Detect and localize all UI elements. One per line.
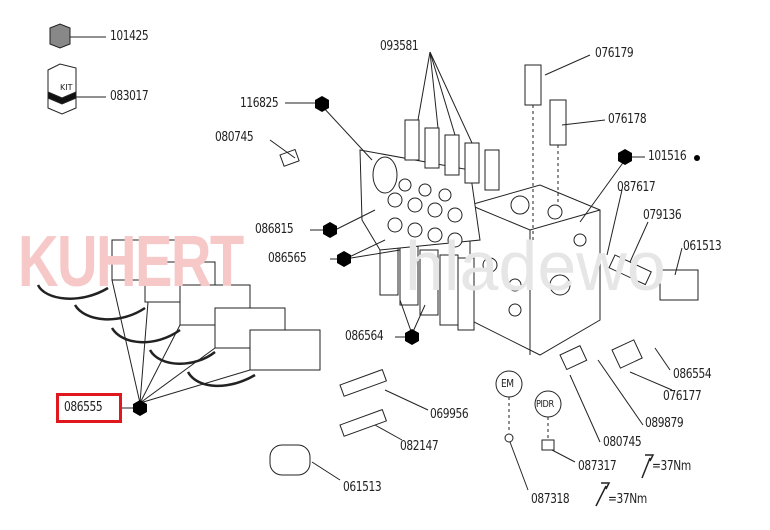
hex-marker-101516 (618, 149, 632, 165)
hex-marker-086555 (133, 400, 147, 416)
label-089879: 089879 (645, 416, 684, 431)
label-torque-087318: =37Nm (608, 492, 647, 507)
label-101516: 101516 (648, 149, 687, 164)
label-082147: 082147 (400, 439, 439, 454)
label-061513-bottom: 061513 (343, 480, 382, 495)
wrench-icons (595, 454, 655, 507)
label-086564: 086564 (345, 329, 384, 344)
highlight-box (56, 393, 122, 423)
hex-marker-086564 (405, 329, 419, 345)
label-torque-087317: =37Nm (652, 459, 691, 474)
label-080745-bottom: 080745 (603, 435, 642, 450)
label-pidr: PIDR (536, 399, 554, 410)
hex-marker-116825 (315, 96, 329, 112)
label-101425: 101425 (110, 29, 149, 44)
hex-marker-086565 (337, 251, 351, 267)
seal-kit-icon (49, 23, 106, 49)
kit-box-text: KIT (60, 83, 73, 92)
label-086554: 086554 (673, 367, 712, 382)
label-086565: 086565 (268, 251, 307, 266)
kit-box-icon: KIT (47, 63, 106, 115)
label-079136: 079136 (643, 208, 682, 223)
label-086555: 086555 (64, 400, 103, 415)
hex-marker-086815 (323, 222, 337, 238)
label-116825: 116825 (240, 96, 279, 111)
label-061513-right: 061513 (683, 239, 722, 254)
watermark-brand: KUHERT (18, 222, 244, 302)
label-076179: 076179 (595, 46, 634, 61)
label-086815: 086815 (255, 222, 294, 237)
label-083017: 083017 (110, 89, 149, 104)
label-em: EM (501, 377, 514, 390)
label-087317: 087317 (578, 459, 617, 474)
label-076178: 076178 (608, 112, 647, 127)
hex-markers (133, 96, 700, 416)
side-parts (269, 64, 699, 476)
wrench-icon (595, 482, 611, 507)
label-080745-top: 080745 (215, 130, 254, 145)
label-087617: 087617 (617, 180, 656, 195)
label-069956: 069956 (430, 407, 469, 422)
valve-block (469, 184, 601, 356)
label-087318: 087318 (531, 492, 570, 507)
leader-lines (111, 51, 683, 491)
label-093581: 093581 (380, 39, 419, 54)
label-076177: 076177 (663, 389, 702, 404)
watermark-suffix: hladewo (405, 227, 666, 305)
dot-marker-101516 (694, 155, 700, 161)
spool-sections (359, 119, 500, 331)
wrench-icon (641, 454, 655, 479)
solenoid-modules (36, 239, 321, 388)
